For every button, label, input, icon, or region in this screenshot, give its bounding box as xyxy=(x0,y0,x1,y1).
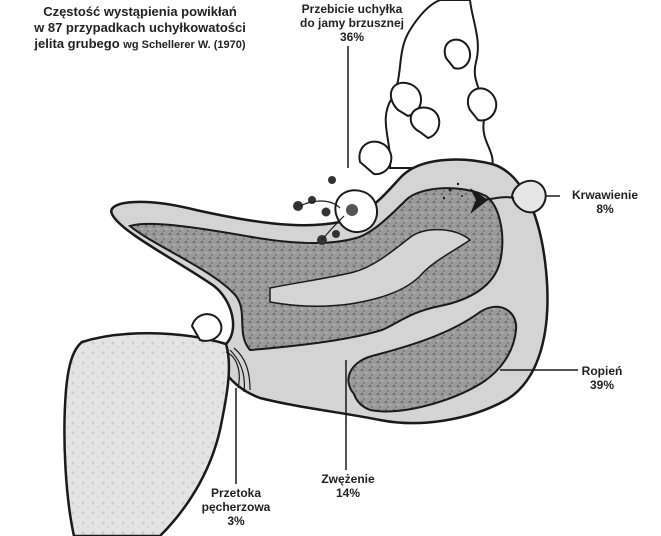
colon-lumen-upper xyxy=(127,187,504,352)
label-fistula: Przetoka pęcherzowa 3% xyxy=(196,486,276,528)
perforated-diverticulum xyxy=(293,176,378,245)
abscess-cavity xyxy=(347,305,518,413)
label-abscess-line1: Ropień xyxy=(581,364,623,378)
bleeding-diverticulum xyxy=(442,179,547,214)
label-fistula-line1: Przetoka xyxy=(210,486,262,500)
label-bleeding: Krwawienie 8% xyxy=(560,188,650,216)
colon-inner-band xyxy=(269,228,472,307)
label-perforation: Przebicie uchyłka do jamy brzusznej 36% xyxy=(282,2,422,44)
diverticulum-junction xyxy=(190,313,223,342)
title-line-1: Częstość wystąpienia powikłań xyxy=(43,4,237,19)
label-perforation-line2: do jamy brzusznej xyxy=(299,16,405,30)
label-abscess-percent: 39% xyxy=(589,378,615,392)
label-stricture-line1: Zwężenie xyxy=(321,472,375,486)
bladder xyxy=(63,331,231,536)
title-line-3-main: jelita grubego xyxy=(34,36,120,51)
label-perforation-percent: 36% xyxy=(339,30,365,44)
label-stricture-percent: 14% xyxy=(335,486,361,500)
label-perforation-line1: Przebicie uchyłka xyxy=(301,2,403,16)
upper-bowel-folds xyxy=(358,0,498,176)
label-stricture: Zwężenie 14% xyxy=(306,472,390,500)
label-fistula-percent: 3% xyxy=(227,514,245,528)
diagram-title: Częstość wystąpienia powikłań w 87 przyp… xyxy=(4,4,276,53)
leader-lines xyxy=(235,46,578,484)
label-abscess: Ropień 39% xyxy=(572,364,632,392)
label-bleeding-percent: 8% xyxy=(596,202,614,216)
fistula-tract xyxy=(225,347,251,393)
title-source: wg Schellerer W. (1970) xyxy=(123,39,246,51)
label-fistula-line2: pęcherzowa xyxy=(201,500,271,514)
title-line-2: w 87 przypadkach uchyłkowatości xyxy=(34,20,246,35)
label-bleeding-line1: Krwawienie xyxy=(571,188,639,202)
